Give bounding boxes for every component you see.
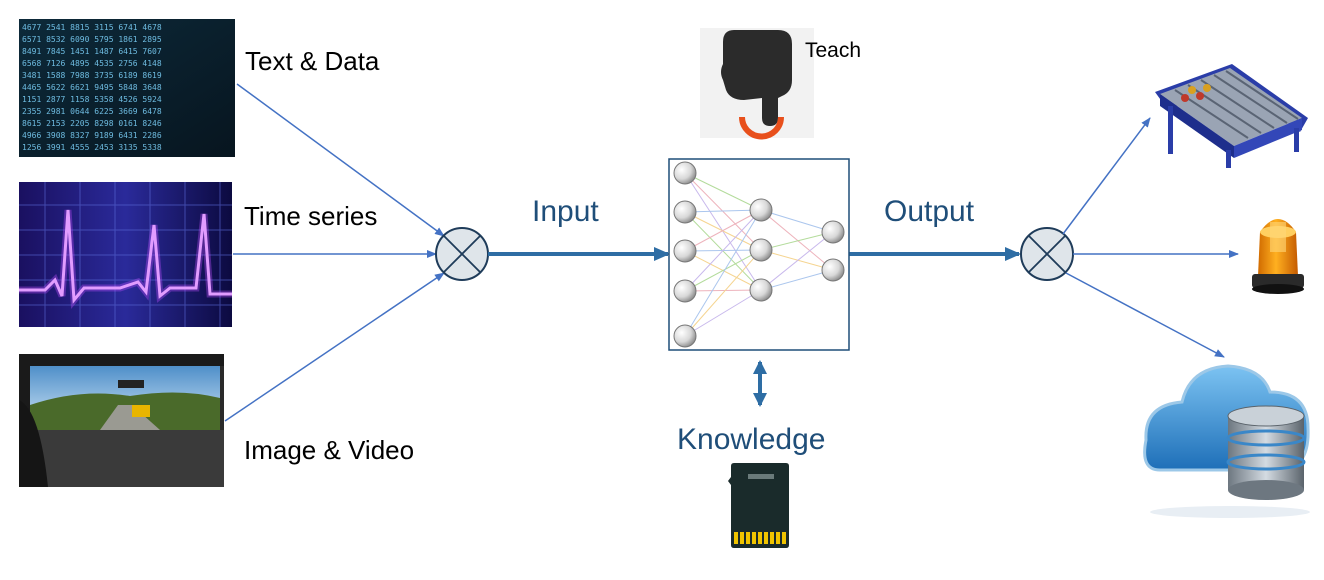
svg-text:8615 2153 2205 8298 0161 8246: 8615 2153 2205 8298 0161 8246	[22, 119, 162, 128]
neural-network	[668, 158, 850, 351]
input-label-image-video: Image & Video	[244, 435, 415, 465]
matrix-numbers-image: 4677 2541 8815 3115 6741 4678 6571 8532 …	[19, 19, 235, 157]
input-label-text-data: Text & Data	[245, 46, 380, 76]
input-connectors	[224, 83, 445, 422]
conveyor-icon	[1155, 64, 1308, 168]
svg-text:4465 5622 6621 9495 5848 3648: 4465 5622 6621 9495 5848 3648	[22, 83, 162, 92]
input-label-time-series: Time series	[244, 201, 378, 231]
svg-text:4677 2541 8815 3115 6741 4678: 4677 2541 8815 3115 6741 4678	[22, 23, 162, 32]
heartbeat-signal-image	[19, 182, 232, 327]
nn-hidden-node	[749, 238, 773, 262]
teach-label: Teach	[805, 39, 862, 62]
cloud-database-icon	[1143, 364, 1310, 518]
nn-input-node	[673, 239, 697, 263]
sd-card-icon	[728, 463, 789, 548]
svg-text:2355 2981 0644 6225 3669 6478: 2355 2981 0644 6225 3669 6478	[22, 107, 162, 116]
input-mixer-node	[435, 227, 489, 281]
svg-text:3481 1588 7988 3735 6189 8619: 3481 1588 7988 3735 6189 8619	[22, 71, 162, 80]
nn-input-node	[673, 200, 697, 224]
nn-input-node	[673, 161, 697, 185]
svg-text:1151 2877 1158 5358 4526 5924: 1151 2877 1158 5358 4526 5924	[22, 95, 162, 104]
nn-input-node	[673, 324, 697, 348]
svg-text:1256 3991 4555 2453 3135 5338: 1256 3991 4555 2453 3135 5338	[22, 143, 162, 152]
output-flow-label: Output	[884, 195, 975, 228]
output-mixer-node	[1020, 227, 1074, 281]
nn-hidden-node	[749, 278, 773, 302]
output-connectors	[1062, 117, 1239, 358]
svg-text:8491 7845 1451 1487 6415 7607: 8491 7845 1451 1487 6415 7607	[22, 47, 162, 56]
nn-hidden-node	[749, 198, 773, 222]
input-flow-label: Input	[532, 195, 599, 228]
nn-output-node	[821, 258, 845, 282]
nn-input-node	[673, 279, 697, 303]
knowledge-label: Knowledge	[677, 423, 826, 456]
teach-hand-icon	[700, 28, 814, 140]
svg-text:4966 3908 8327 9189 6431 2286: 4966 3908 8327 9189 6431 2286	[22, 131, 162, 140]
svg-text:6568 7126 4895 4535 2756 4148: 6568 7126 4895 4535 2756 4148	[22, 59, 162, 68]
svg-text:6571 8532 6090 5795 1861 2895: 6571 8532 6090 5795 1861 2895	[22, 35, 162, 44]
nn-output-node	[821, 220, 845, 244]
road-driving-image	[19, 354, 224, 487]
warning-beacon-icon	[1252, 219, 1304, 294]
